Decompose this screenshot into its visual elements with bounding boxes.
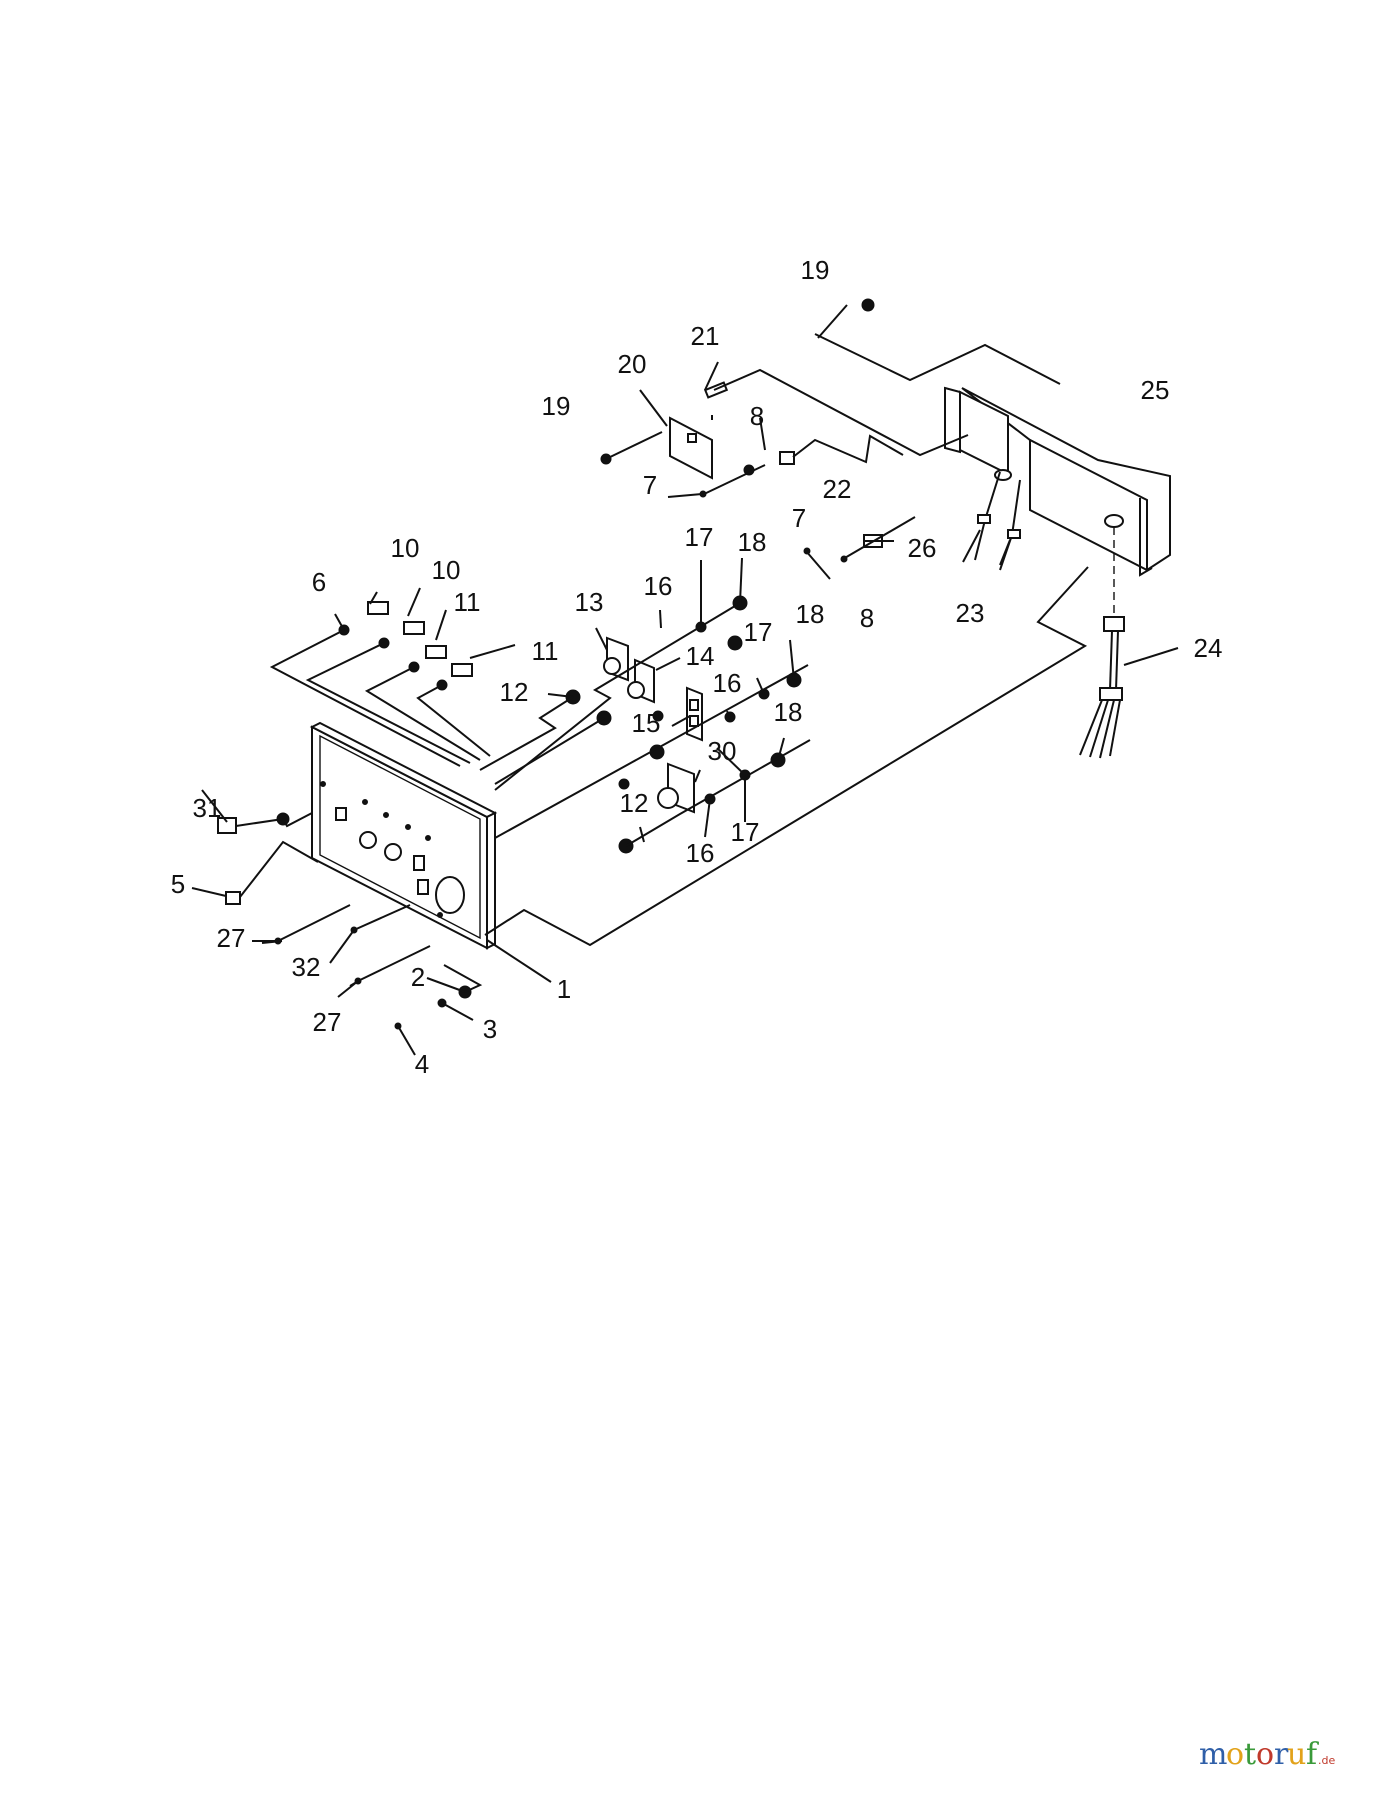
callout-label: 27 <box>217 923 246 953</box>
callout-label: 32 <box>292 952 321 982</box>
logo-letter: r <box>1274 1737 1289 1772</box>
callout-label: 19 <box>801 255 830 285</box>
logo-letter: f <box>1306 1737 1319 1772</box>
callout-label: 26 <box>908 533 937 563</box>
callout-label: 16 <box>713 668 742 698</box>
callout-label: 13 <box>575 587 604 617</box>
logo-letter: u <box>1287 1737 1306 1772</box>
logo-letter: m <box>1199 1737 1227 1772</box>
callout-label: 7 <box>643 470 657 500</box>
callout-label: 25 <box>1141 375 1170 405</box>
callout-label: 18 <box>796 599 825 629</box>
callout-label: 4 <box>415 1049 429 1079</box>
callout-label: 12 <box>620 788 649 818</box>
callout-label: 20 <box>618 349 647 379</box>
control-panel <box>309 721 498 950</box>
rear-housing <box>944 386 1171 620</box>
logo-letter: o <box>1226 1737 1244 1772</box>
callout-label: 30 <box>708 736 737 766</box>
callout-label: 3 <box>483 1014 497 1044</box>
callout-label: 22 <box>823 474 852 504</box>
receptacles <box>565 595 802 854</box>
callout-label: 8 <box>860 603 874 633</box>
callout-label: 15 <box>632 708 661 738</box>
callout-label: 6 <box>312 567 326 597</box>
callout-label: 11 <box>532 636 559 666</box>
callout-label: 19 <box>542 391 571 421</box>
callout-label: 10 <box>432 555 461 585</box>
callout-label: 18 <box>738 527 767 557</box>
callout-label: 7 <box>792 503 806 533</box>
callout-label: 16 <box>686 838 715 868</box>
callout-label: 17 <box>744 617 773 647</box>
callout-label: 27 <box>313 1007 342 1037</box>
callout-label: 2 <box>411 962 425 992</box>
callout-label: 17 <box>731 817 760 847</box>
callout-label: 5 <box>171 869 185 899</box>
switches <box>338 601 473 691</box>
callout-label: 31 <box>193 793 222 823</box>
callout-label: 17 <box>685 522 714 552</box>
bracket-parts <box>600 298 883 563</box>
callout-label: 8 <box>750 401 764 431</box>
leader-lines <box>191 304 1179 1056</box>
sensor-leads <box>974 471 1021 571</box>
callout-label: 11 <box>454 587 481 617</box>
callout-label: 1 <box>557 974 571 1004</box>
callout-label: 24 <box>1194 633 1223 663</box>
logo-letter: t <box>1244 1737 1256 1772</box>
callout-label: 10 <box>391 533 420 563</box>
callout-label: 23 <box>956 598 985 628</box>
logo-letter: o <box>1256 1737 1274 1772</box>
callout-label: 14 <box>686 641 715 671</box>
callout-label: 16 <box>644 571 673 601</box>
callout-label: 12 <box>500 677 529 707</box>
callout-labels: 19 21 20 19 25 8 7 22 7 26 17 18 8 23 10… <box>171 255 1223 1079</box>
svg-text:.de: .de <box>1318 1754 1335 1767</box>
wire-harness <box>1079 616 1125 759</box>
callout-label: 21 <box>691 321 720 351</box>
callout-label: 18 <box>774 697 803 727</box>
